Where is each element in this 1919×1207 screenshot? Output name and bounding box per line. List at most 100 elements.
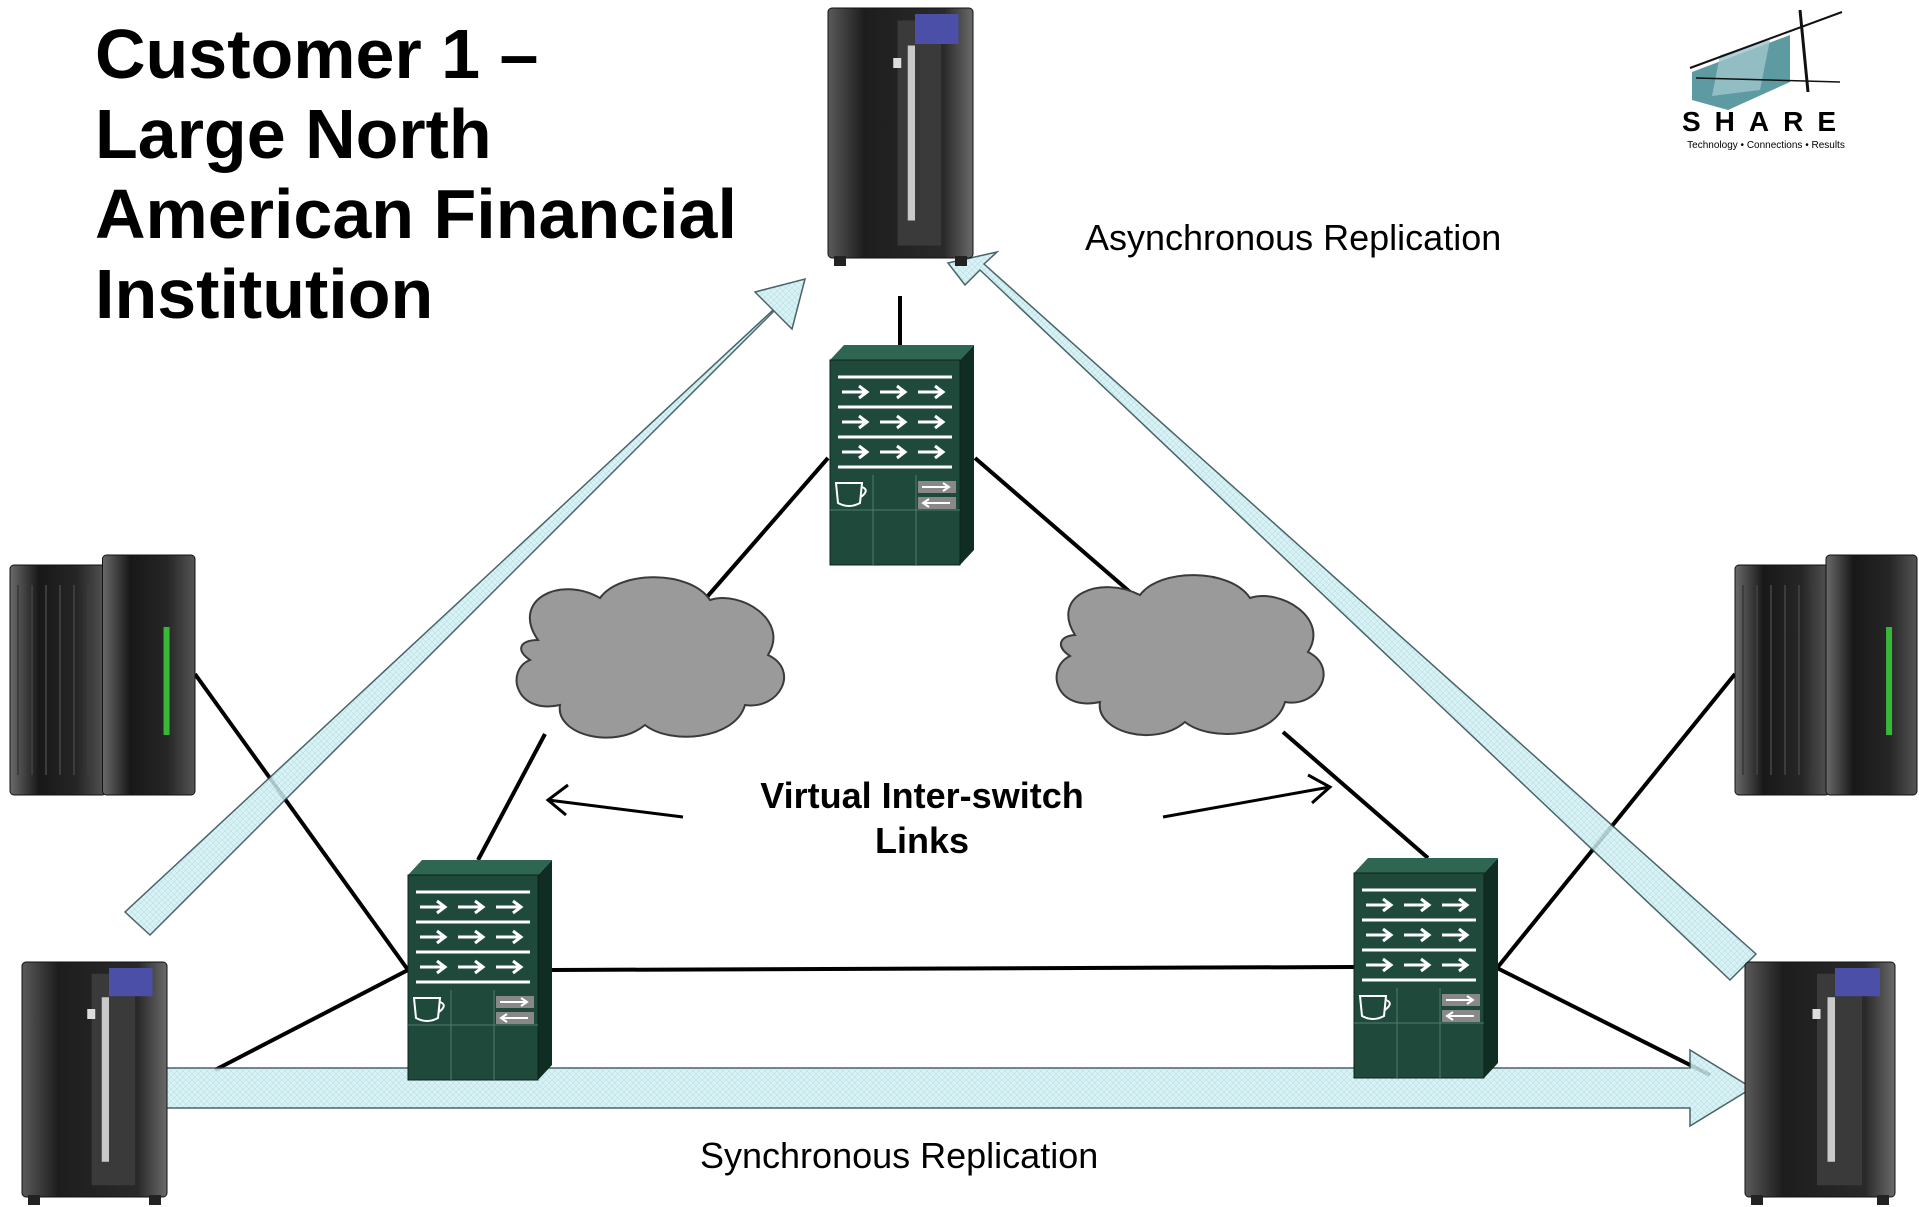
port-arrow-icon: [1366, 927, 1394, 943]
title-line-4: Institution: [95, 255, 434, 333]
cabinet-foot: [28, 1195, 40, 1205]
storage-bottom-left: [21, 961, 168, 1205]
link-right-cloud-right-switch: [1281, 730, 1430, 860]
sync-arrow-bottom: [164, 1048, 1754, 1128]
wan-cloud-right: [1055, 574, 1325, 737]
port-arrow-icon: [496, 899, 524, 915]
title-line-3: American Financial: [95, 175, 737, 253]
storage-units: [21, 7, 1896, 1205]
switch-top: [408, 860, 552, 875]
storage-badge: [1835, 968, 1880, 997]
cabinet-foot: [955, 256, 967, 266]
cabinet-button: [1812, 1009, 1821, 1019]
link-right-mainframe-right-switch: [1495, 672, 1737, 970]
cabinet-highlight: [101, 997, 109, 1162]
isl-label-line-1: Virtual Inter-switch: [760, 775, 1083, 816]
link-left-storage-left-switch: [214, 968, 409, 1072]
storage-badge: [109, 968, 153, 997]
isl-pointer-left: [547, 798, 684, 819]
mainframe-left-frame: [1734, 564, 1831, 796]
port-arrow-icon: [1404, 927, 1432, 943]
isl-pointer-right: [1162, 785, 1331, 819]
isl-pointer-left-head: [545, 783, 569, 817]
port-arrow-icon: [1366, 957, 1394, 973]
share-logo-stroke-2: [1798, 9, 1810, 93]
share-logo-stroke-3: [1695, 77, 1841, 83]
link-top-switch-left-cloud: [698, 456, 830, 607]
port-arrow-icon: [918, 444, 946, 460]
share-logo-text: SHARE: [1682, 106, 1850, 137]
slide-title: Customer 1 – Large North American Financ…: [95, 14, 815, 334]
title-line-2: Large North: [95, 95, 492, 173]
share-logo: SHARE Technology • Connections • Results: [1682, 9, 1850, 151]
cabinet-foot: [1751, 1195, 1763, 1205]
mainframe-left-frame: [9, 564, 107, 796]
switch-top: [1354, 858, 1498, 873]
port-arrow-icon: [1445, 1011, 1474, 1021]
isl-pointers: [545, 773, 1333, 819]
storage-top: [827, 7, 974, 266]
port-arrow-icon: [1442, 927, 1470, 943]
async-replication-label: Asynchronous Replication: [1085, 217, 1501, 258]
cup-icon: [1358, 995, 1391, 1020]
storage-bottom-right: [1744, 961, 1896, 1205]
switch-right: [1353, 858, 1498, 1079]
cabinet-highlight: [907, 45, 915, 221]
port-arrow-icon: [458, 899, 486, 915]
mainframe-right: [1734, 554, 1918, 796]
link-left-switch-right-switch: [551, 965, 1355, 972]
port-arrow-icon: [918, 384, 946, 400]
switch-front: [1353, 872, 1485, 1079]
switch-side: [538, 860, 552, 1080]
switch-side: [1484, 858, 1498, 1078]
mainframe-left: [9, 554, 196, 796]
cabinet-panel: [897, 20, 942, 246]
port-arrow-icon: [420, 929, 448, 945]
port-arrow-icon: [500, 997, 529, 1007]
async-arrow-left: [123, 277, 807, 937]
mainframes: [9, 554, 1918, 796]
storage-badge: [915, 14, 959, 44]
port-arrow-icon: [880, 414, 908, 430]
cabinet-foot: [1877, 1195, 1889, 1205]
async-arrow-right: [946, 250, 1758, 982]
switches: [407, 345, 1498, 1081]
link-left-mainframe-left-switch: [193, 672, 410, 972]
cabinet-button: [87, 1009, 96, 1019]
port-arrow-icon: [1442, 957, 1470, 973]
cabinet-button: [893, 58, 902, 68]
wan-cloud-left: [515, 576, 786, 739]
port-arrow-icon: [921, 498, 950, 508]
link-top-switch-right-cloud: [973, 456, 1147, 607]
port-arrow-icon: [1366, 897, 1394, 913]
mainframe-right-frame: [1825, 554, 1918, 796]
isl-label-line-2: Links: [875, 820, 969, 861]
port-arrow-icon: [842, 414, 870, 430]
link-right-switch-right-storage: [1496, 966, 1711, 1077]
share-logo-stroke-1: [1689, 11, 1843, 69]
port-arrow-icon: [1446, 995, 1475, 1005]
port-arrow-icon: [458, 959, 486, 975]
switch-side: [960, 345, 974, 565]
cup-icon: [834, 482, 867, 507]
port-arrow-icon: [420, 959, 448, 975]
cup-icon: [412, 997, 445, 1022]
switch-top: [829, 345, 974, 566]
isl-pointer-right-head: [1307, 773, 1333, 805]
port-arrow-icon: [842, 444, 870, 460]
switch-top: [830, 345, 974, 360]
switch-left: [407, 860, 552, 1081]
port-arrow-icon: [496, 929, 524, 945]
cabinet-panel: [1817, 973, 1862, 1186]
port-arrow-icon: [458, 929, 486, 945]
port-arrow-icon: [420, 899, 448, 915]
cabinet-foot: [149, 1195, 161, 1205]
share-logo-tagline: Technology • Connections • Results: [1687, 140, 1845, 151]
port-arrow-icon: [496, 959, 524, 975]
network-links: [193, 296, 1737, 1077]
mainframe-right-frame: [102, 554, 196, 796]
link-left-cloud-left-switch: [476, 733, 547, 861]
cabinet-foot: [834, 256, 846, 266]
port-arrow-icon: [880, 384, 908, 400]
port-arrow-icon: [1442, 897, 1470, 913]
